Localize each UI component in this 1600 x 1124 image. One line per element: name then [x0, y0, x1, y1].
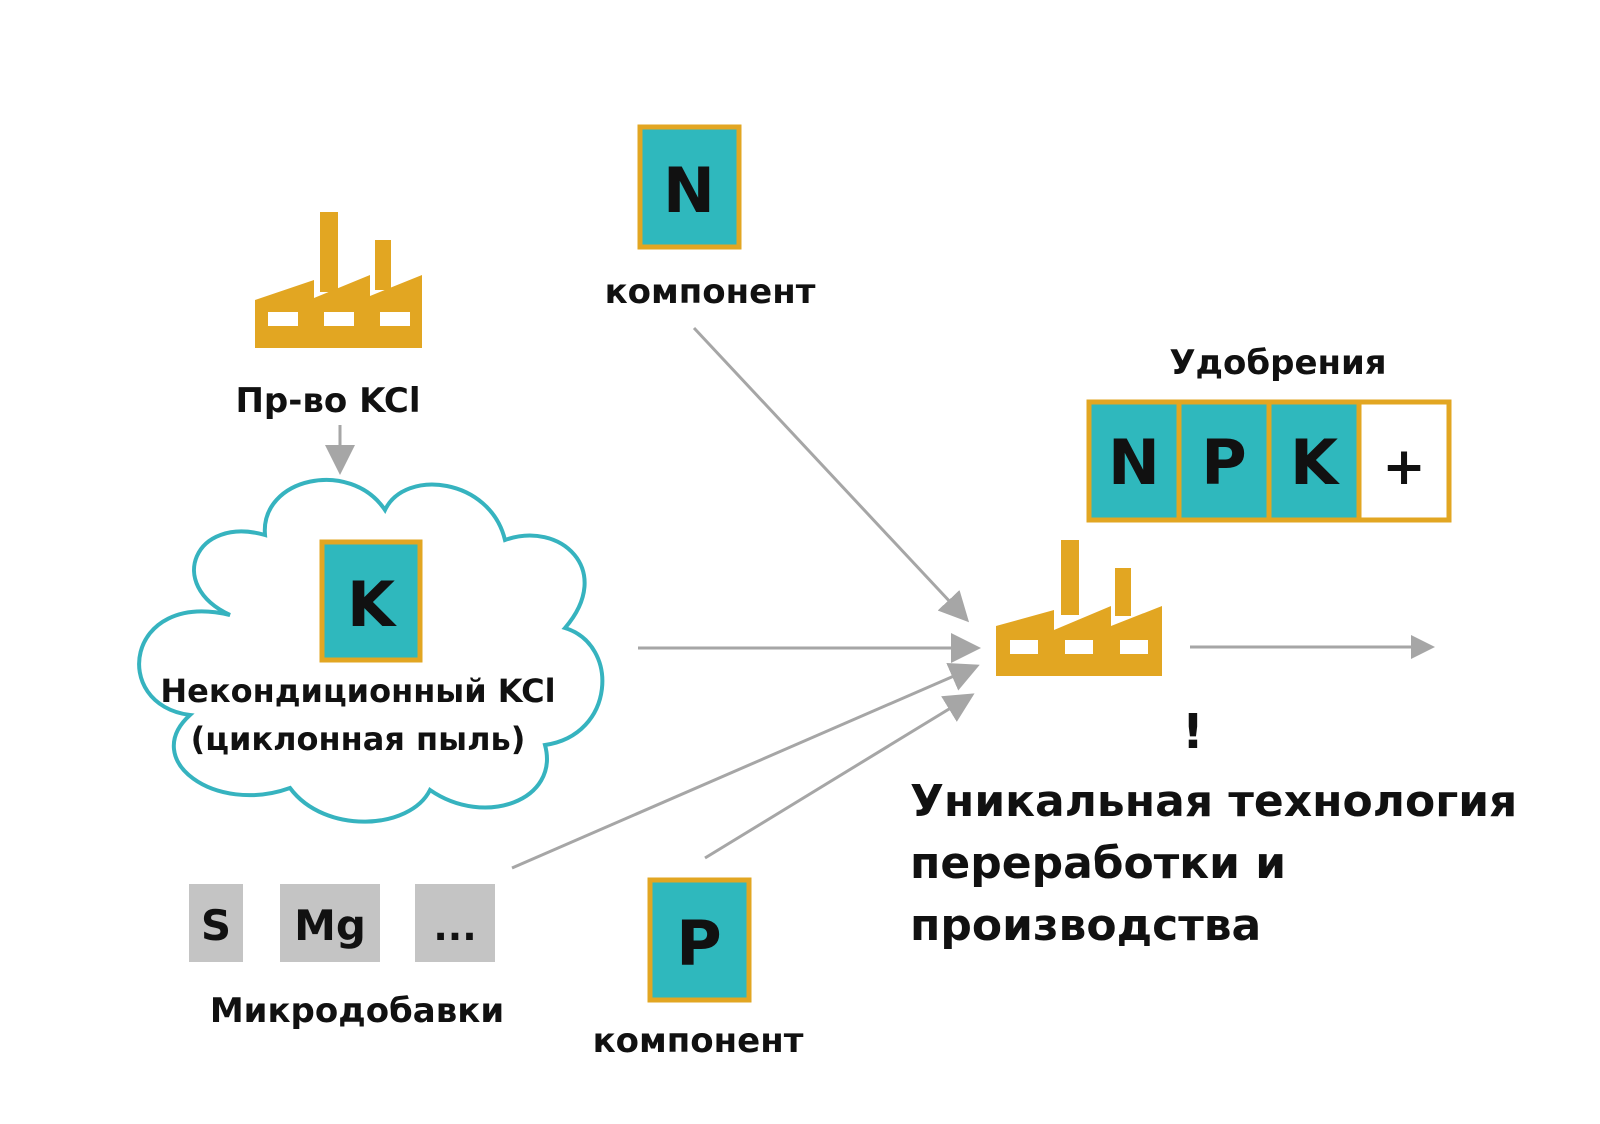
npk-strip: N P K + — [1086, 399, 1452, 523]
microadditive-box-s — [189, 884, 243, 962]
npk-letter-plus: + — [1382, 437, 1426, 497]
technology-line-2: переработки и — [910, 838, 1286, 889]
exclamation-mark: ! — [1182, 704, 1204, 760]
n-component-label: компонент — [605, 272, 816, 312]
npk-letter-p: P — [1201, 426, 1246, 499]
arrow-n-to-factory — [692, 326, 970, 623]
p-component-box — [647, 877, 752, 1003]
npk-letter-k: K — [1290, 426, 1340, 499]
microadditive-box-more — [415, 884, 495, 962]
npk-cell-p — [1179, 402, 1269, 520]
microadditive-s: S — [201, 901, 231, 950]
microadditives-group: S Mg ... Микродобавки — [189, 884, 504, 1031]
npk-cell-plus — [1359, 402, 1449, 520]
microadditives-label: Микродобавки — [210, 991, 504, 1031]
npk-cell-k — [1269, 402, 1359, 520]
flow-arrows — [325, 326, 1435, 870]
arrow-p-to-factory — [704, 693, 975, 860]
microadditive-mg: Mg — [294, 901, 366, 950]
p-component-letter: P — [676, 907, 721, 980]
microadditive-box-mg — [280, 884, 380, 962]
cyclone-dust-label: (циклонная пыль) — [191, 720, 526, 758]
technology-line-1: Уникальная технология — [910, 776, 1517, 827]
technology-line-3: производства — [910, 900, 1261, 951]
k-component-letter: K — [347, 568, 397, 641]
factory-icon — [255, 212, 422, 348]
npk-letter-n: N — [1108, 426, 1160, 499]
n-component-letter: N — [663, 154, 715, 227]
substandard-kcl-label: Некондиционный KCl — [160, 672, 555, 710]
microadditive-more: ... — [433, 905, 476, 949]
fertilizers-title: Удобрения — [1169, 343, 1386, 383]
p-component-label: компонент — [593, 1021, 804, 1061]
k-component-box — [319, 539, 423, 663]
arrow-micro-to-factory — [511, 662, 980, 870]
factory-icon — [996, 540, 1162, 676]
npk-cell-n — [1089, 402, 1179, 520]
kcl-production-label: Пр-во KCl — [235, 381, 420, 421]
n-component-box — [637, 124, 742, 250]
